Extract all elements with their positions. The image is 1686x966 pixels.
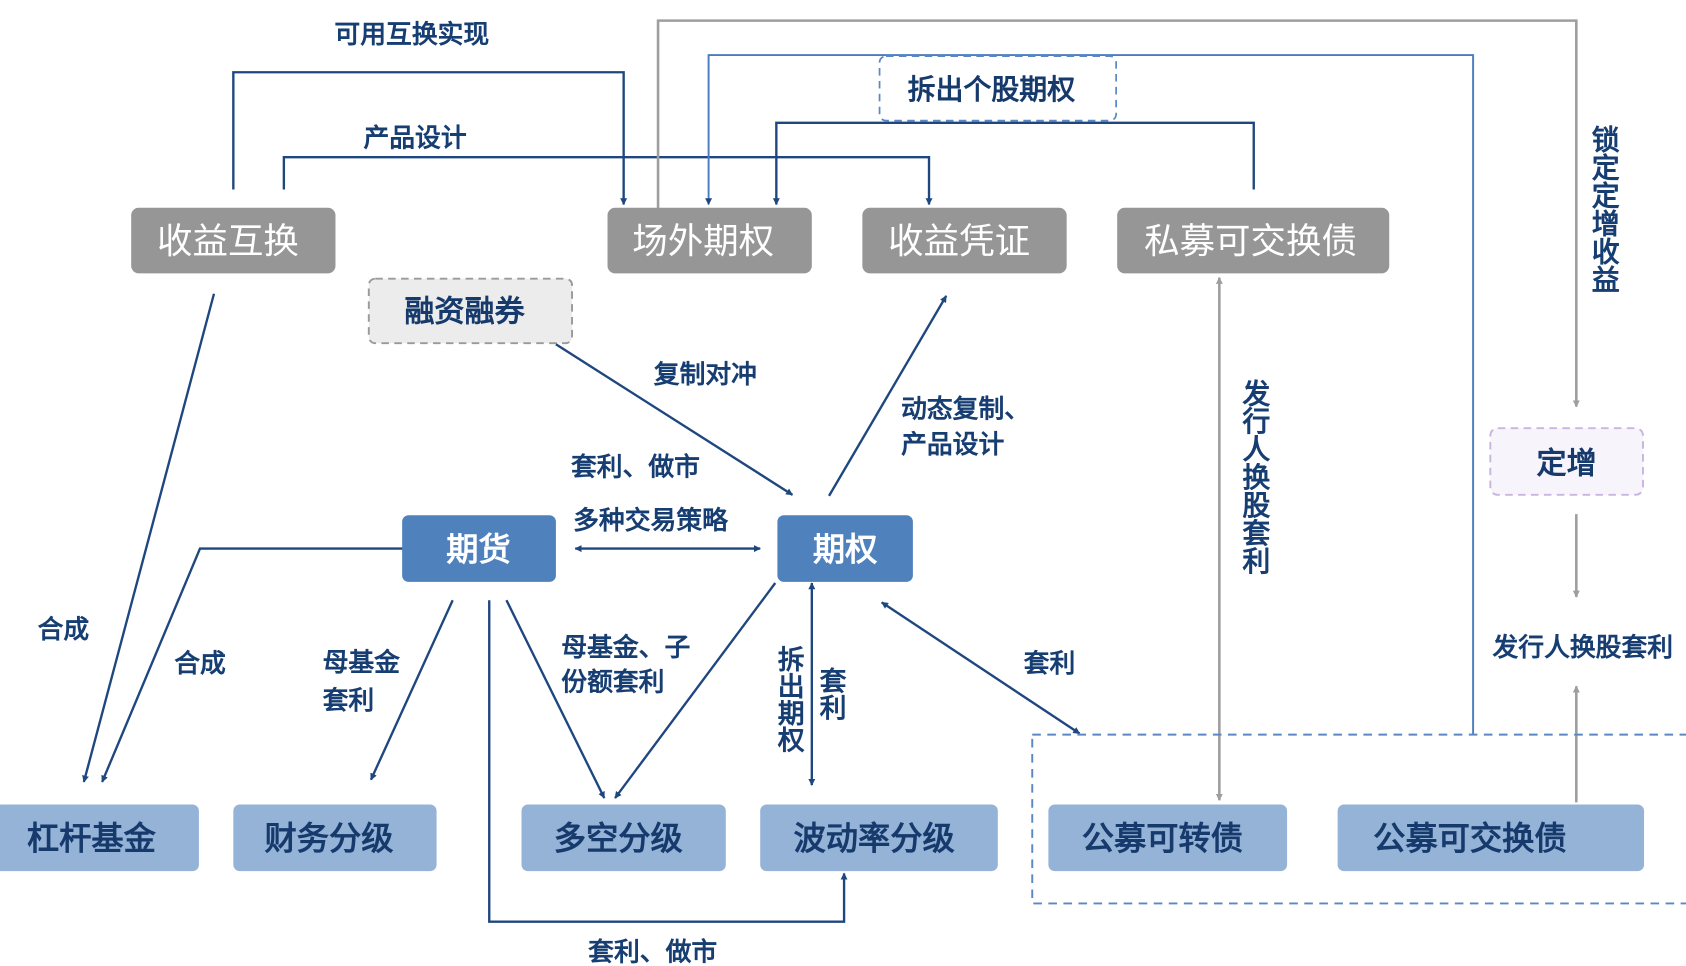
edge-private-bond-to-otc-option — [772, 121, 1255, 206]
node-return-swap-label: 收益互换 — [157, 221, 299, 262]
node-split-stock-option[interactable]: 拆出个股期权 — [878, 55, 1117, 122]
label-arb-vertical: 套利 — [815, 667, 846, 721]
label-parent-child-arb-2: 份额套利 — [561, 668, 664, 698]
edge-options-to-certificate — [828, 295, 948, 497]
label-swap-realization: 可用互换实现 — [334, 19, 489, 50]
edge-options-to-long-short — [614, 582, 777, 799]
label-replicate-hedge: 复制对冲 — [654, 360, 757, 390]
label-parent-child-arb-1: 母基金、子 — [561, 632, 690, 663]
node-private-exchangeable-bond[interactable]: 私募可交换债 — [1117, 207, 1390, 274]
node-public-exchangeable-bond-label: 公募可交换债 — [1373, 820, 1566, 858]
edge-swap-to-leveraged-fund — [82, 293, 216, 783]
node-otc-option[interactable]: 场外期权 — [607, 207, 812, 274]
label-arb-market-making-mid: 套利、做市 — [571, 451, 700, 482]
node-otc-option-label: 场外期权 — [632, 221, 774, 262]
label-parent-fund-arb-1: 母基金 — [323, 647, 401, 678]
node-split-stock-option-label: 拆出个股期权 — [908, 73, 1076, 106]
node-private-placement-label: 定增 — [1537, 446, 1597, 481]
node-financial-grading[interactable]: 财务分级 — [233, 804, 437, 872]
label-synthesis-1: 合成 — [38, 614, 90, 645]
edge-otc-to-private-placement — [656, 19, 1580, 408]
edge-futures-to-volatility-bottom — [488, 600, 848, 923]
label-lock-private-placement-vertical: 锁定定增收益 — [1588, 124, 1621, 293]
node-long-short-grading-label: 多空分级 — [554, 820, 684, 858]
node-return-certificate[interactable]: 收益凭证 — [862, 207, 1067, 274]
label-split-option-vertical: 拆出期权 — [773, 645, 805, 754]
label-arb-right: 套利 — [1024, 649, 1076, 679]
edge-futures-to-leveraged-fund — [101, 547, 451, 783]
node-futures[interactable]: 期货 — [402, 515, 556, 582]
label-multiple-strategies: 多种交易策略 — [573, 505, 729, 536]
node-public-exchangeable-bond[interactable]: 公募可交换债 — [1337, 804, 1645, 872]
edge-futures-to-financial-grading — [369, 599, 454, 781]
edge-futures-to-long-short — [505, 599, 606, 799]
edge-options-public-bonds-bidirectional — [881, 601, 1081, 735]
public-bonds-group-box — [1031, 733, 1686, 905]
node-public-convertible-bond[interactable]: 公募可转债 — [1048, 804, 1288, 872]
edge-margin-to-options — [555, 343, 794, 496]
node-private-exchangeable-bond-label: 私募可交换债 — [1144, 221, 1357, 262]
node-options[interactable]: 期权 — [777, 515, 913, 582]
node-leveraged-fund[interactable]: 杠杆基金 — [0, 804, 199, 872]
edge-swap-to-otc-option — [232, 71, 628, 206]
node-return-certificate-label: 收益凭证 — [888, 221, 1030, 262]
edge-public-bonds-to-otc-option — [705, 54, 1475, 735]
node-leveraged-fund-label: 杠杆基金 — [27, 820, 157, 858]
label-product-design-top: 产品设计 — [363, 123, 466, 153]
node-futures-label: 期货 — [446, 530, 511, 568]
node-margin-trading-label: 融资融券 — [404, 295, 525, 330]
node-options-label: 期权 — [813, 530, 878, 568]
node-volatility-grading-label: 波动率分级 — [794, 820, 956, 858]
label-issuer-swap-arb-horizontal: 发行人换股套利 — [1491, 632, 1673, 663]
node-return-swap[interactable]: 收益互换 — [131, 207, 336, 274]
node-financial-grading-label: 财务分级 — [265, 820, 395, 858]
label-dynamic-replication-1: 动态复制、 — [901, 393, 1030, 424]
node-margin-trading[interactable]: 融资融券 — [367, 277, 574, 345]
label-issuer-swap-arb-vertical: 发行人换股套利 — [1238, 377, 1271, 574]
label-parent-fund-arb-2: 套利 — [323, 686, 375, 716]
node-long-short-grading[interactable]: 多空分级 — [521, 804, 726, 872]
label-arb-market-making-bottom: 套利、做市 — [588, 936, 717, 966]
node-public-convertible-bond-label: 公募可转债 — [1082, 820, 1243, 858]
label-dynamic-replication-2: 产品设计 — [901, 430, 1004, 460]
edge-swap-to-certificate — [282, 156, 933, 206]
node-volatility-grading[interactable]: 波动率分级 — [760, 804, 998, 872]
label-synthesis-2: 合成 — [174, 648, 226, 679]
node-private-placement[interactable]: 定增 — [1489, 427, 1644, 496]
